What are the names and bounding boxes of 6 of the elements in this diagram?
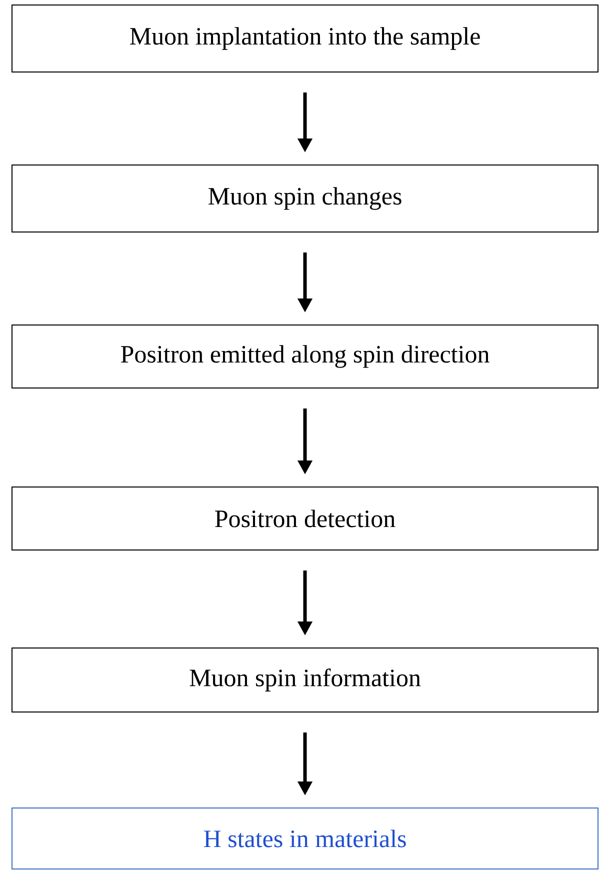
process-box: H states in materials: [12, 808, 598, 870]
process-box: Muon implantation into the sample: [12, 4, 598, 72]
process-box: Positron detection: [12, 486, 598, 550]
process-box: Positron emitted along spin direction: [12, 324, 598, 388]
process-box: Muon spin information: [12, 648, 598, 712]
process-box: Muon spin changes: [12, 164, 598, 232]
